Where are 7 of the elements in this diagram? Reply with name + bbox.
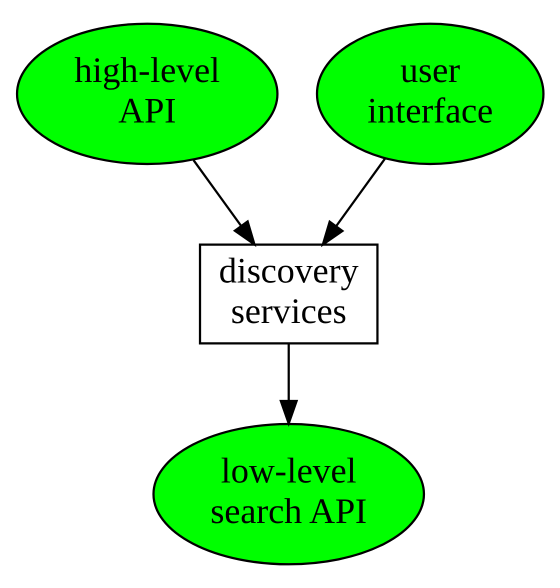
node-ellipse: low-level search API bbox=[152, 422, 426, 566]
node-box: discovery services bbox=[198, 243, 379, 345]
arrow bbox=[192, 160, 256, 248]
node-ellipse: user interface bbox=[316, 22, 545, 166]
arrow bbox=[279, 344, 298, 427]
node-ellipse: high-level API bbox=[16, 22, 279, 166]
arrow bbox=[320, 157, 386, 248]
